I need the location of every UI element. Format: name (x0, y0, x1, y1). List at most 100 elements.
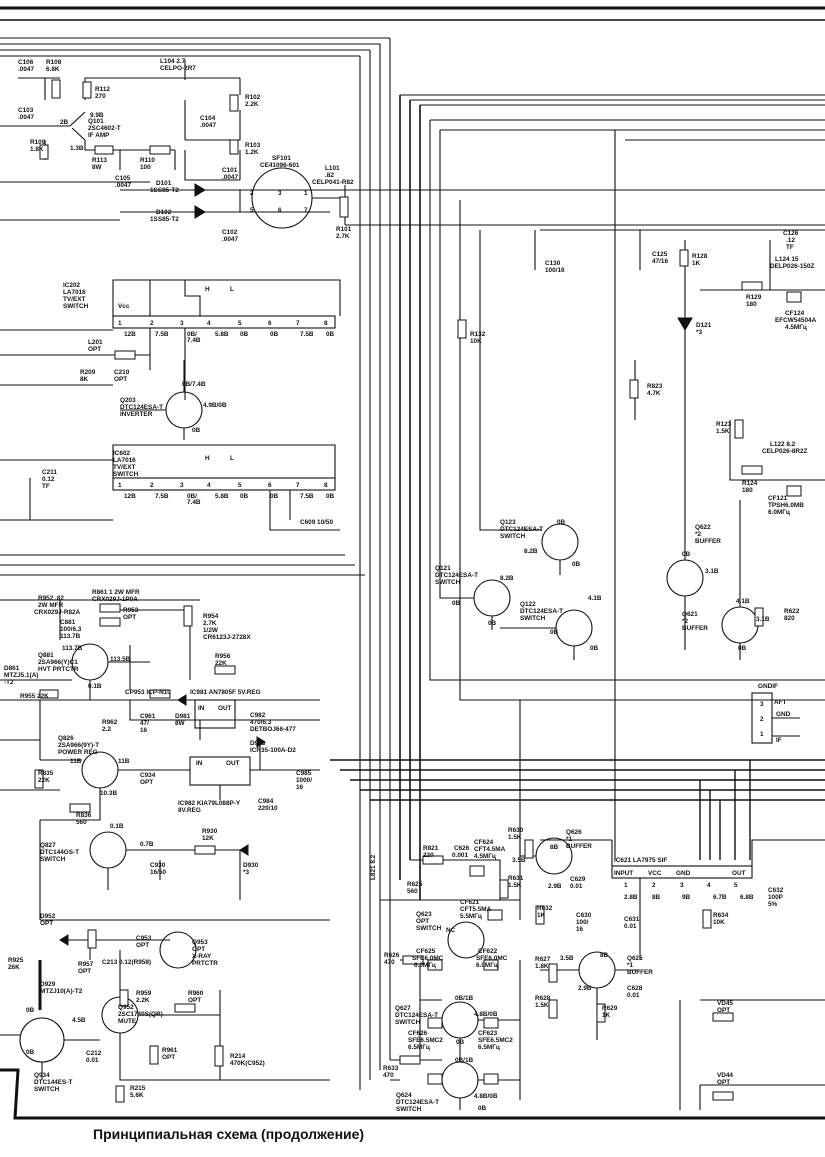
label-q952-function: MUTE (118, 1018, 137, 1025)
label-d952: D952 (40, 913, 56, 920)
label-ic602-function: TV/EXT (113, 464, 135, 471)
label-sf101: SF101 (272, 155, 291, 162)
label-l122: L122 8.2 (770, 441, 796, 448)
label-q826: Q826 (58, 735, 74, 742)
label-r209: R209 (80, 369, 96, 376)
label-ic602-p1: 1 (118, 482, 122, 489)
label-q827-type: DTC144GS-T (40, 849, 79, 856)
label-cf621-freq: 5.5МГц (460, 913, 482, 920)
label-q122-v0b: 0B (590, 645, 599, 652)
label-q953-function: X-RAY (192, 953, 212, 960)
label-ic602-p5: 5 (238, 482, 242, 489)
label-r835: R835 (38, 770, 54, 777)
label-ic621-out: OUT (732, 870, 746, 877)
label-c961-voltage: 16 (140, 727, 148, 734)
label-r925: R925 (8, 957, 24, 964)
label-v35a: 3.5B (512, 857, 526, 864)
label-r113: R113 (92, 157, 107, 164)
label-ic202-v74: 7.4B (187, 337, 201, 344)
label-q953-value: OPT (192, 946, 205, 953)
label-ic202-v12: 12B (124, 331, 136, 338)
label-v11a: 11B (70, 758, 82, 765)
component-labels: C106 .0047 R108 6.8K R112 270 L104 2.7 C… (4, 58, 817, 1113)
label-vd44: VD44 (717, 1072, 733, 1079)
label-r626-value: 470 (384, 959, 395, 966)
label-ic621-vcc: VCC (648, 870, 662, 877)
label-r959-value: 2.2K (136, 997, 150, 1004)
label-q622: Q622 (695, 524, 711, 531)
label-cf624-type: CFT4.5MA (474, 846, 506, 853)
label-v07b: 0.7B (140, 841, 154, 848)
label-q101-type: 2SC4602-T (88, 125, 121, 132)
label-r124: R124 (742, 480, 758, 487)
label-q934-type: DTC144ES-T (34, 1079, 72, 1086)
label-ic602-v0c: 0B (326, 493, 335, 500)
label-r954: R954 (203, 613, 219, 620)
label-ic602: IC602 (113, 450, 130, 457)
label-v82b: 8.2B (500, 575, 514, 582)
label-l104-value: CELPO-2R7 (160, 65, 196, 72)
label-l101: L101 (325, 165, 340, 172)
label-q623: Q623 (416, 911, 432, 918)
label-ic602-type: LA7016 (113, 457, 136, 464)
label-c125-value: 47/16 (652, 258, 668, 265)
label-r821: R821 (423, 845, 439, 852)
label-cf124: CF124 (785, 310, 805, 317)
label-r625-value: 560 (407, 888, 418, 895)
label-q121-v0a: 0B (452, 600, 461, 607)
label-pin-6: 6 (278, 207, 282, 214)
label-v0b18b: 0B/1B (455, 1057, 473, 1064)
label-q881-type: 2SA966(Y)C1 (38, 659, 78, 666)
label-d861-t2: -T2 (4, 679, 14, 686)
label-c211: C211 (42, 469, 57, 476)
label-c632-tol: 5% (768, 901, 778, 908)
label-d930: D930 (243, 862, 259, 869)
label-r215: R215 (130, 1085, 146, 1092)
label-q627-v0: 0B (456, 1039, 465, 1046)
label-d101-type: 1SS85-T2 (150, 187, 179, 194)
label-d983: D983 (250, 740, 266, 747)
label-c984-value: 220/10 (258, 805, 278, 812)
label-q627: Q627 (395, 1005, 411, 1012)
label-ic602-v08: 0B/ (187, 493, 197, 500)
label-r209-value: 8K (80, 376, 89, 383)
label-d929-type: MTZJ10(A)-T2 (40, 988, 83, 995)
label-r836: R836 (76, 812, 92, 819)
label-r110-value: 100 (140, 164, 151, 171)
label-ic202-v75: 7.5B (155, 331, 169, 338)
label-r952-value: 2W MFR (38, 602, 64, 609)
label-r215-value: 5.6K (130, 1092, 144, 1099)
label-l101-value: .82 (325, 172, 334, 179)
label-c628-value: 0.01 (627, 992, 640, 999)
label-r108: R108 (46, 59, 62, 66)
label-v2: 2B (60, 119, 69, 126)
label-ic621-p4: 4 (707, 882, 711, 889)
label-d861: D861 (4, 665, 20, 672)
label-cf626-freq: 6.5МГц (408, 1044, 430, 1051)
label-q625-note: *1 (627, 962, 633, 969)
label-c630: C630 (576, 912, 592, 919)
label-q934: Q934 (34, 1072, 50, 1079)
label-c211-type: TF (42, 483, 50, 490)
label-d930-value: *3 (243, 869, 249, 876)
label-d102-type: 1SS85-T2 (150, 216, 179, 223)
label-ic621-p3: 3 (680, 882, 684, 889)
label-l101-type: CELP041-R82 (312, 179, 354, 186)
label-q626-note: *1 (566, 836, 572, 843)
label-l201-value: OPT (88, 346, 101, 353)
label-c210: C210 (114, 369, 130, 376)
label-d952-value: OPT (40, 920, 53, 927)
label-c881: C881 (60, 619, 76, 626)
label-c985-voltage: 16 (296, 784, 304, 791)
label-r633: R633 (383, 1065, 399, 1072)
label-ic621-p1: 1 (624, 882, 628, 889)
label-q203: Q203 (120, 397, 136, 404)
label-v29a: 2.9B (548, 883, 562, 890)
label-r628-value: 1.5K (535, 1002, 549, 1009)
label-d861-type: MTZJ5.1(A) (4, 672, 38, 679)
label-r628: R628 (535, 995, 551, 1002)
label-pin-5: 5 (250, 207, 254, 214)
label-cf621-type: CFT5.5MA (460, 906, 492, 913)
label-ic202-switch: SWITCH (63, 303, 89, 310)
label-r214: R214 (230, 1053, 246, 1060)
